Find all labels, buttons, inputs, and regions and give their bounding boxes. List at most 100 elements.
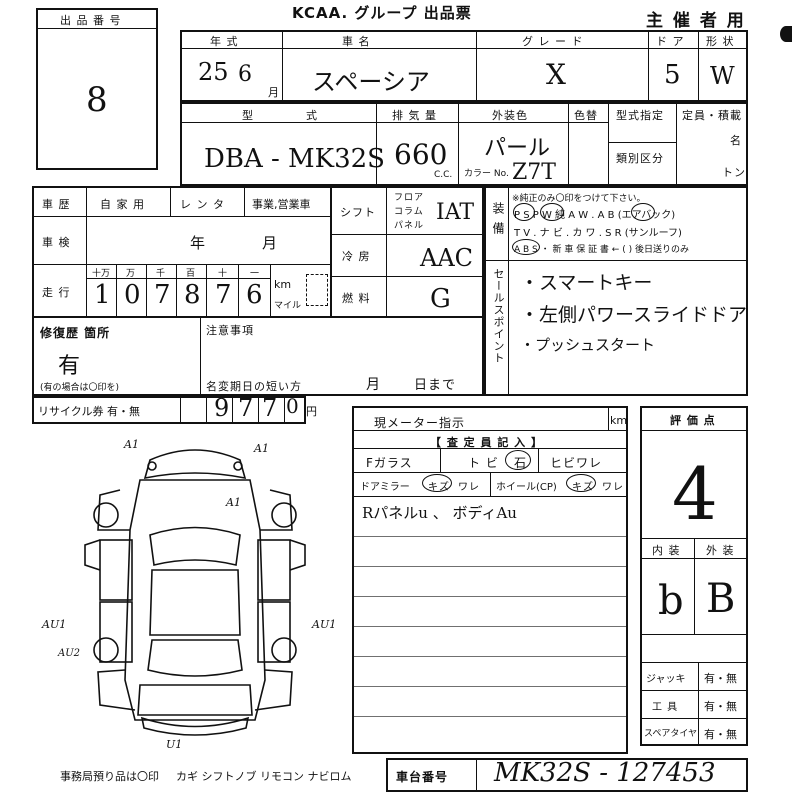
equipment-line-1: P S P W 純 A W . A B (エアバック) — [514, 210, 676, 221]
spare-label: スペアタイヤ — [644, 729, 698, 739]
year-label: 年 式 — [210, 35, 239, 48]
type-designation-label: 型式指定 — [616, 109, 664, 122]
damage-mark-2: A1 — [254, 442, 269, 455]
circle-mirror-kizu — [422, 474, 452, 492]
exterior-label: 外 装 — [706, 544, 735, 557]
mileage-digit-3: 7 — [154, 280, 171, 310]
car-front-bumper — [143, 449, 247, 480]
chassis-table: 車台番号 MK32S - 127453 — [386, 758, 748, 792]
damage-mark-4: AU1 — [42, 618, 67, 631]
row2-table: 型 式 排 気 量 外装色 色替 型式指定 類別区分 定員・積載 名 トン DB… — [180, 102, 748, 186]
car-rear-window — [147, 639, 243, 677]
exterior-value: B — [706, 576, 736, 622]
shift-table: シフト フロア コラム パネル IAT 冷 房 AAC 燃 料 G — [330, 186, 484, 318]
door-mirror-label: ドアミラー — [360, 482, 410, 493]
equipment-table: 装 備 ※純正のみ〇印をつけて下さい。 P S P W 純 A W . A B … — [484, 186, 748, 396]
wheel-rear-right — [271, 637, 297, 663]
color-label: 外装色 — [492, 109, 528, 122]
history-table: 車 歴 自 家 用 レ ン タ 事業,営業車 車 検 年 月 走 行 十万 万 … — [32, 186, 332, 318]
repair-value: 有 — [58, 354, 81, 379]
digit-unit-3: 千 — [156, 269, 167, 279]
circle-ab — [631, 203, 655, 221]
circle-ps — [513, 203, 535, 221]
wheel-label: ホイール(CP) — [496, 482, 557, 493]
shift-option-column: コラム — [394, 207, 424, 217]
sales-point-3: ・プッシュスタート — [520, 336, 656, 354]
equipment-side-label: 装 備 — [491, 202, 505, 236]
ton-unit: トン — [722, 166, 746, 179]
damage-mark-1: A1 — [124, 438, 139, 451]
wheel-front-left — [93, 502, 119, 528]
history-opt-business: 事業,営業車 — [252, 198, 311, 211]
shift-option-panel: パネル — [394, 221, 425, 231]
attention-label: 注意事項 — [206, 324, 254, 337]
equipment-line-3: A B S ・ 新 車 保 証 書 ← ( ) 後日送りのみ — [514, 245, 689, 255]
inspection-label: 車 検 — [42, 236, 71, 249]
office-items: カギ シフトノブ リモコン ナビロム — [176, 770, 352, 783]
meter-label: 現メーター指示 — [374, 416, 466, 430]
sales-point-2: ・左側パワースライドドア — [520, 304, 748, 326]
circle-ishi — [505, 450, 531, 470]
ac-value: AAC — [420, 244, 474, 272]
year-value: 25 — [198, 58, 229, 86]
mile-checkbox — [306, 274, 328, 306]
model-label-2: 式 — [306, 109, 318, 122]
digit-unit-4: 百 — [186, 269, 197, 279]
inspection-year-unit: 年 — [190, 234, 207, 252]
recycle-digit-2: 7 — [238, 394, 254, 422]
spare-yes-no: 有・無 — [704, 728, 737, 741]
name-change-label: 名変期日の短い方 — [206, 380, 302, 393]
history-opt-rental: レ ン タ — [180, 198, 225, 211]
car-name-value: スペーシア — [312, 68, 430, 96]
left-quarter — [97, 669, 136, 711]
fuel-label: 燃 料 — [342, 292, 371, 305]
car-rear-bumper — [140, 716, 250, 736]
displacement-label: 排 気 量 — [392, 109, 437, 122]
person-unit: 名 — [730, 134, 742, 147]
capacity-label: 定員・積載 — [682, 109, 742, 122]
wheel-rear-left — [93, 637, 119, 663]
fuel-value: G — [430, 284, 451, 314]
history-opt-private: 自 家 用 — [100, 198, 145, 211]
shift-option-floor: フロア — [394, 193, 425, 203]
inspection-month-unit: 月 — [262, 234, 279, 252]
shape-value: W — [710, 62, 735, 90]
car-diagram — [84, 449, 306, 736]
displacement-value: 660 — [394, 138, 448, 171]
grade-label: グ レ ー ド — [522, 35, 584, 48]
tobi-label: ト ビ — [468, 456, 499, 470]
lot-number-label: 出 品 番 号 — [60, 14, 122, 27]
car-windshield — [149, 526, 241, 566]
tool-yes-no: 有・無 — [704, 700, 737, 713]
mileage-digit-6: 6 — [246, 280, 263, 310]
left-door-rear — [99, 601, 133, 663]
recycle-digit-3: 7 — [262, 394, 278, 422]
mileage-digit-4: 8 — [184, 280, 201, 310]
lot-number-box: 出 品 番 号 8 — [36, 8, 158, 170]
interior-label: 内 装 — [652, 544, 681, 557]
recycle-digit-4: 0 — [286, 394, 299, 418]
office-note: 事務局預り品は〇印 — [60, 770, 159, 783]
recycle-unit: 円 — [306, 405, 318, 418]
ac-label: 冷 房 — [342, 250, 371, 263]
digit-unit-2: 万 — [126, 269, 137, 279]
car-roof — [149, 569, 241, 636]
mirror-ware-label: ワレ — [458, 482, 480, 493]
corner-mark — [780, 26, 792, 42]
shift-value: IAT — [436, 200, 475, 225]
color-value: パール — [484, 136, 551, 161]
model-label-1: 型 — [242, 109, 254, 122]
car-name-label: 車 名 — [342, 35, 371, 48]
color-change-label: 色替 — [574, 109, 598, 122]
grade-value: X — [546, 58, 566, 91]
inspection-remark: Rパネルu 、 ボディAu — [362, 504, 517, 522]
circle-abs — [512, 239, 540, 255]
damage-mark-5: AU1 — [312, 618, 337, 631]
right-fender — [260, 489, 293, 531]
circle-pw — [540, 203, 564, 221]
name-change-day: 日まで — [414, 378, 457, 393]
crack-label: ヒビワレ — [550, 456, 603, 470]
mileage-digit-5: 7 — [215, 280, 232, 310]
sales-points-label: セールスポイント — [492, 268, 505, 364]
right-door-rear — [257, 601, 291, 663]
